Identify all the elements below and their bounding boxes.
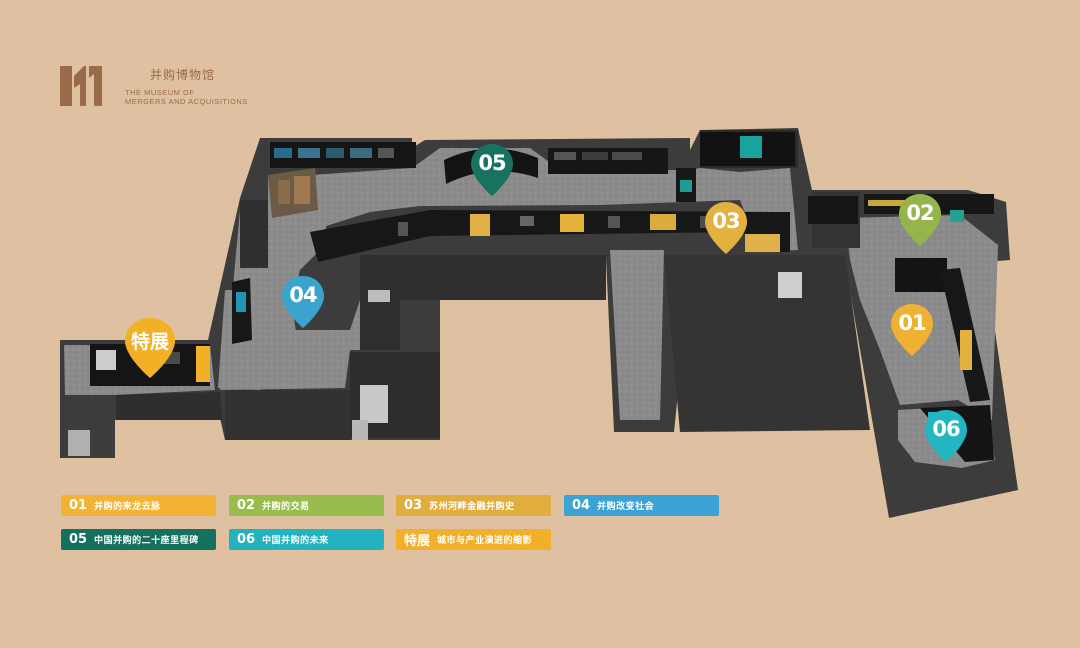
marker-05-label: 05 <box>478 151 506 175</box>
museum-logo-mark <box>60 66 102 106</box>
legend-number: 01 <box>69 498 88 513</box>
map-pin-icon <box>471 144 513 196</box>
map-marker-special[interactable]: 特展 <box>122 316 178 380</box>
map-marker-06[interactable]: 06 <box>922 408 970 464</box>
legend-item-03[interactable]: 03 苏州河畔金融并购史 <box>396 495 551 516</box>
map-pin-icon <box>891 304 933 356</box>
map-marker-01[interactable]: 01 <box>888 302 936 358</box>
map-marker-02[interactable]: 02 <box>896 192 944 248</box>
marker-06-label: 06 <box>932 417 960 441</box>
marker-04-label: 04 <box>289 283 317 307</box>
map-marker-04[interactable]: 04 <box>279 274 327 330</box>
legend-item-02[interactable]: 02 并购的交易 <box>229 495 384 516</box>
legend-label: 中国并购的二十座里程碑 <box>94 536 199 546</box>
legend-label: 中国并购的未来 <box>262 536 329 546</box>
marker-04-pin <box>282 276 324 328</box>
map-pin-icon <box>125 318 175 378</box>
legend-item-special[interactable]: 特展 城市与产业演进的缩影 <box>396 529 551 550</box>
museum-logo: 并购博物馆 THE MUSEUM OF MERGERS AND ACQUISIT… <box>58 62 258 112</box>
legend-item-01[interactable]: 01 并购的来龙去脉 <box>61 495 216 516</box>
legend-label: 苏州河畔金融并购史 <box>429 502 515 512</box>
legend-item-05[interactable]: 05 中国并购的二十座里程碑 <box>61 529 216 550</box>
legend-number: 特展 <box>404 534 431 549</box>
legend-number: 05 <box>69 532 88 547</box>
doors <box>68 272 802 456</box>
map-marker-03[interactable]: 03 <box>702 200 750 256</box>
map-pin-icon <box>899 194 941 246</box>
legend-label: 并购的交易 <box>262 502 310 512</box>
marker-01-label: 01 <box>898 311 926 335</box>
marker-02-pin <box>899 194 941 246</box>
museum-name-en-line2: MERGERS AND ACQUISITIONS <box>125 97 248 106</box>
map-marker-05[interactable]: 05 <box>468 142 516 198</box>
legend-number: 02 <box>237 498 256 513</box>
marker-06-pin <box>925 410 967 462</box>
legend-item-06[interactable]: 06 中国并购的未来 <box>229 529 384 550</box>
marker-05-pin <box>471 144 513 196</box>
legend-number: 04 <box>572 498 591 513</box>
museum-name-cn: 并购博物馆 <box>150 68 216 82</box>
marker-special-pin <box>125 318 175 378</box>
map-pin-icon <box>282 276 324 328</box>
legend-number: 06 <box>237 532 256 547</box>
museum-name-en-line1: THE MUSEUM OF <box>125 88 195 97</box>
legend-label: 并购改变社会 <box>597 502 655 512</box>
legend-label: 城市与产业演进的缩影 <box>437 536 533 546</box>
map-pin-icon <box>925 410 967 462</box>
marker-01-pin <box>891 304 933 356</box>
legend-number: 03 <box>404 498 423 513</box>
marker-02-label: 02 <box>906 201 934 225</box>
legend-item-04[interactable]: 04 并购改变社会 <box>564 495 719 516</box>
marker-03-pin <box>705 202 747 254</box>
marker-03-label: 03 <box>712 209 740 233</box>
marker-special-label: 特展 <box>130 331 169 353</box>
map-pin-icon <box>705 202 747 254</box>
legend-label: 并购的来龙去脉 <box>94 502 161 512</box>
